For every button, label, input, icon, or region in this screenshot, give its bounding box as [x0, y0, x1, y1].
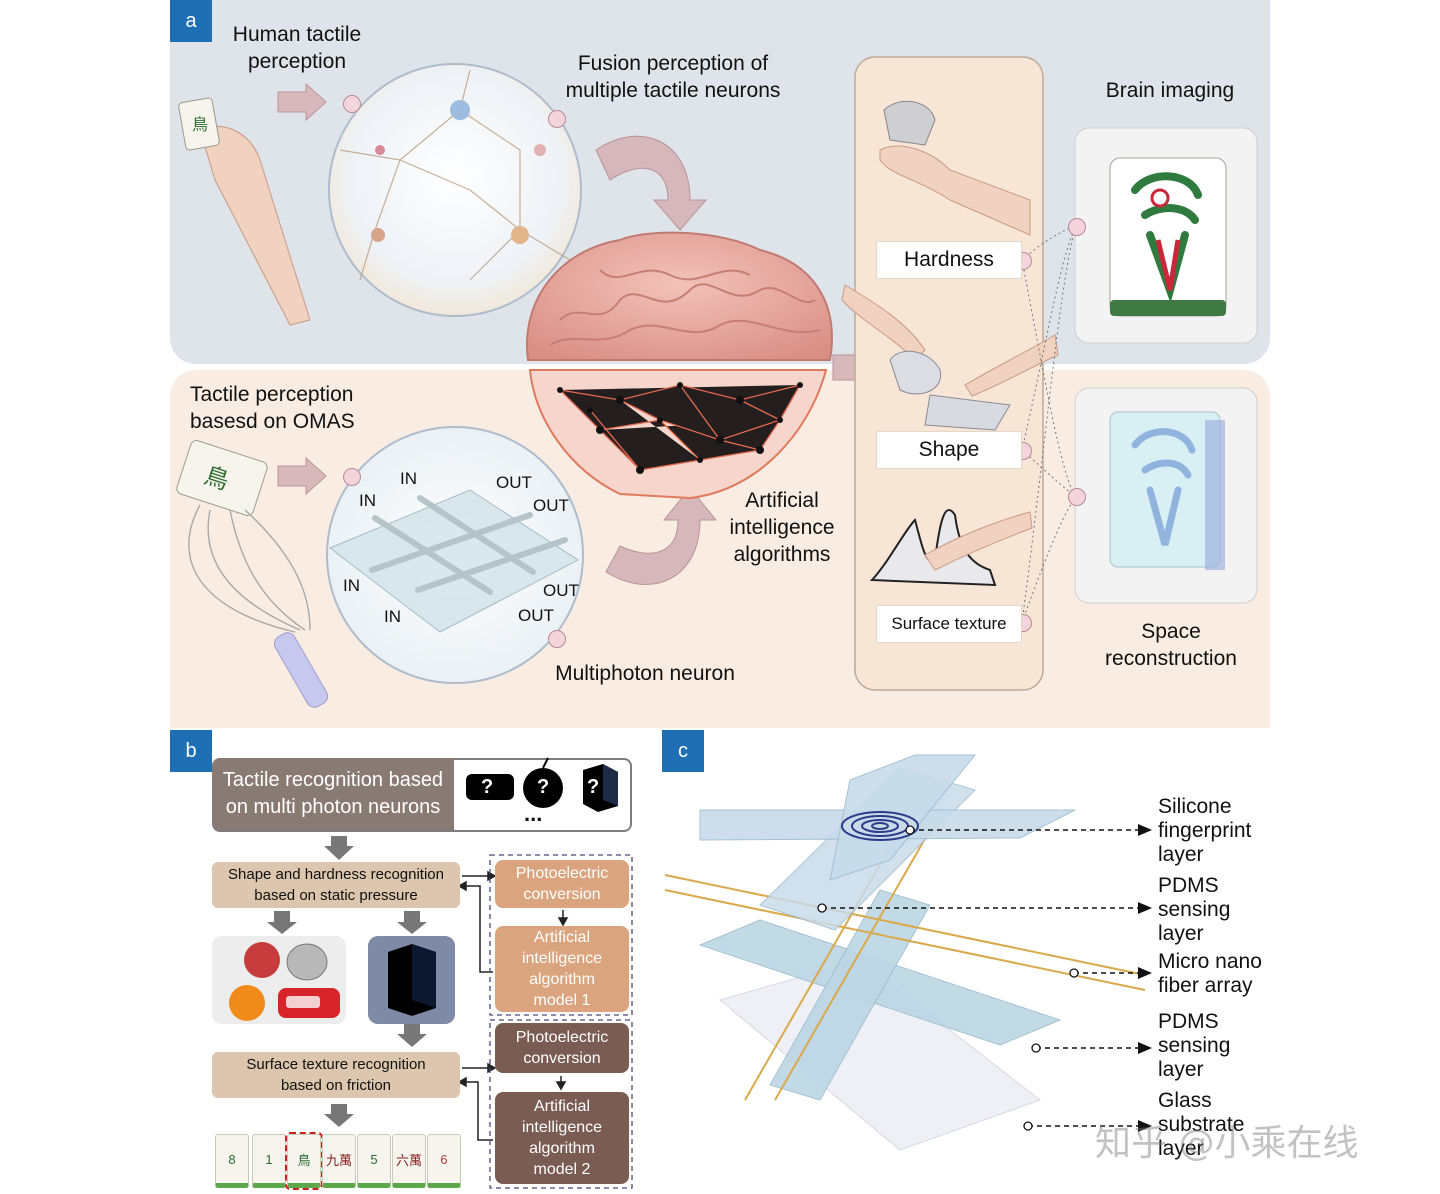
svg-text:鳥: 鳥 [192, 115, 208, 134]
surface-texture-illustration [869, 509, 1033, 587]
panel-a-letter: a [170, 0, 212, 42]
hardness-label: Hardness [876, 241, 1022, 279]
mahjong-tile-selected: 鳥 [285, 1132, 323, 1190]
shape-label: Shape [876, 431, 1022, 469]
hardness-illustration [879, 100, 1031, 236]
out-label: OUT [496, 473, 532, 492]
multiphoton-neuron-label: Multiphoton neuron [555, 662, 735, 685]
ellipsis: ... [524, 801, 543, 826]
connector-dot [1068, 488, 1086, 506]
mahjong-tile: 九萬 [322, 1134, 356, 1188]
out-label: OUT [533, 496, 569, 515]
brain-imaging-label: Brain imaging [1105, 79, 1235, 102]
omas-tile-illustration: 鳥 [176, 440, 329, 708]
neuron-network-circle [328, 63, 582, 317]
mahjong-tile: 5 [357, 1134, 391, 1188]
arrow-right-icon [277, 456, 327, 496]
panel-b-letter: b [170, 730, 212, 772]
question-mark: ? [587, 776, 600, 798]
connector-dot [343, 95, 361, 113]
watermark: 知乎 @小乘在线 [1095, 1123, 1359, 1164]
in-label: IN [384, 607, 401, 626]
surface-texture-label: Surface texture [876, 605, 1022, 643]
in-label: IN [343, 576, 360, 595]
mahjong-tile: 6 [427, 1134, 461, 1188]
hand-tile-illustration: 鳥 [178, 97, 311, 326]
curved-arrow-up-icon [605, 487, 718, 585]
arrow-right-icon [277, 82, 327, 122]
out-label: OUT [518, 606, 554, 625]
curved-arrow-down-icon [595, 135, 708, 231]
question-mark: ? [481, 776, 494, 798]
connector-dot [548, 630, 566, 648]
panel-c-letter: c [662, 730, 704, 772]
in-label: IN [400, 469, 417, 488]
in-label: IN [359, 491, 376, 510]
mahjong-tile: 六萬 [392, 1134, 426, 1188]
out-label: OUT [543, 581, 579, 600]
connector-dot [343, 468, 361, 486]
mahjong-tile: 1 [252, 1134, 286, 1188]
connector-dot [548, 110, 566, 128]
brain-illustration [526, 231, 833, 361]
shape-illustration [841, 284, 1059, 431]
question-mark: ? [537, 776, 550, 798]
connector-dot [1068, 218, 1086, 236]
mahjong-tile: 8 [215, 1134, 249, 1188]
